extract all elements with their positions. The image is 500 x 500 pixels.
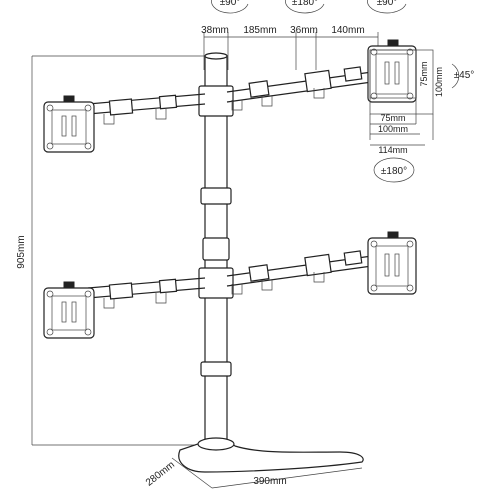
upper-arm [87, 66, 373, 125]
rotation-label-swivel: ±180° [381, 166, 407, 177]
vesa-bottom-100: 100mm [378, 124, 408, 134]
vesa-bottom-114: 114mm [378, 145, 407, 155]
dim-arm-end: 140mm [331, 25, 364, 36]
rotation-label-top-right: ±90° [377, 0, 398, 8]
dim-pole-diameter: 38mm [201, 25, 229, 36]
rotation-label-top-left: ±90° [220, 0, 241, 8]
rotation-badge-swivel: ±180° [373, 157, 415, 183]
base [178, 437, 364, 473]
vesa-dimension-boxes [369, 49, 434, 146]
height-dimension-line [31, 55, 205, 446]
dim-arm-segment: 185mm [243, 25, 276, 36]
vesa-side-75: 75mm [419, 61, 429, 86]
rotation-badge-tilt: ±45° [451, 63, 475, 89]
dim-height: 905mm [16, 235, 27, 268]
dim-base-depth: 280mm [144, 459, 177, 488]
rotation-label-tilt: ±45° [454, 70, 475, 81]
pole [198, 52, 234, 447]
lower-arm [87, 250, 373, 309]
vesa-side-100: 100mm [434, 67, 444, 97]
base-dimension-lines [171, 457, 363, 489]
rotation-badge-top-center: ±180° [285, 0, 325, 14]
vesa-plate-lower-left [43, 281, 95, 339]
rotation-badge-top-right: ±90° [367, 0, 407, 14]
dim-base-width: 390mm [253, 476, 286, 487]
top-dimension-lines [203, 32, 379, 70]
vesa-plate-upper-right [367, 39, 417, 103]
vesa-plate-upper-left [43, 95, 95, 153]
vesa-plate-lower-right [367, 231, 417, 295]
rotation-label-top-center: ±180° [292, 0, 318, 8]
dim-arm-joint: 36mm [290, 25, 318, 36]
vesa-bottom-75: 75mm [380, 113, 405, 123]
rotation-badge-top-left: ±90° [211, 0, 249, 14]
